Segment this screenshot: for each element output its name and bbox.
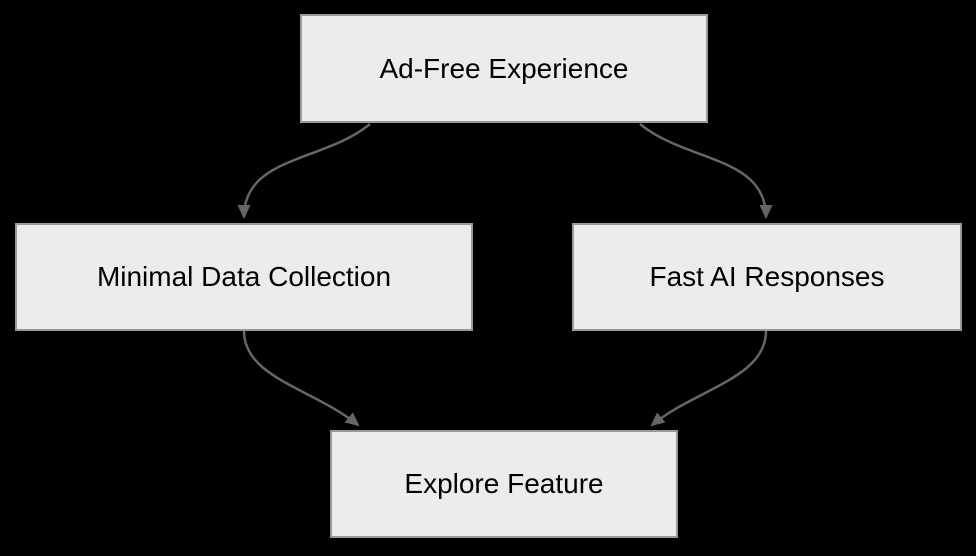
edge-fastai-to-explore	[650, 330, 768, 427]
node-label: Ad-Free Experience	[379, 52, 629, 84]
node-ad-free-experience: Ad-Free Experience	[300, 14, 708, 123]
edge-adfree-to-fastai	[639, 123, 773, 219]
node-label: Fast AI Responses	[649, 261, 885, 293]
node-fast-ai-responses: Fast AI Responses	[572, 223, 962, 331]
edge-minimaldata-to-explore	[242, 330, 360, 427]
node-label: Explore Feature	[404, 468, 604, 500]
edge-adfree-to-minimaldata	[237, 123, 371, 219]
node-label: Minimal Data Collection	[96, 261, 392, 293]
node-minimal-data-collection: Minimal Data Collection	[15, 223, 473, 331]
node-explore-feature: Explore Feature	[330, 430, 678, 538]
